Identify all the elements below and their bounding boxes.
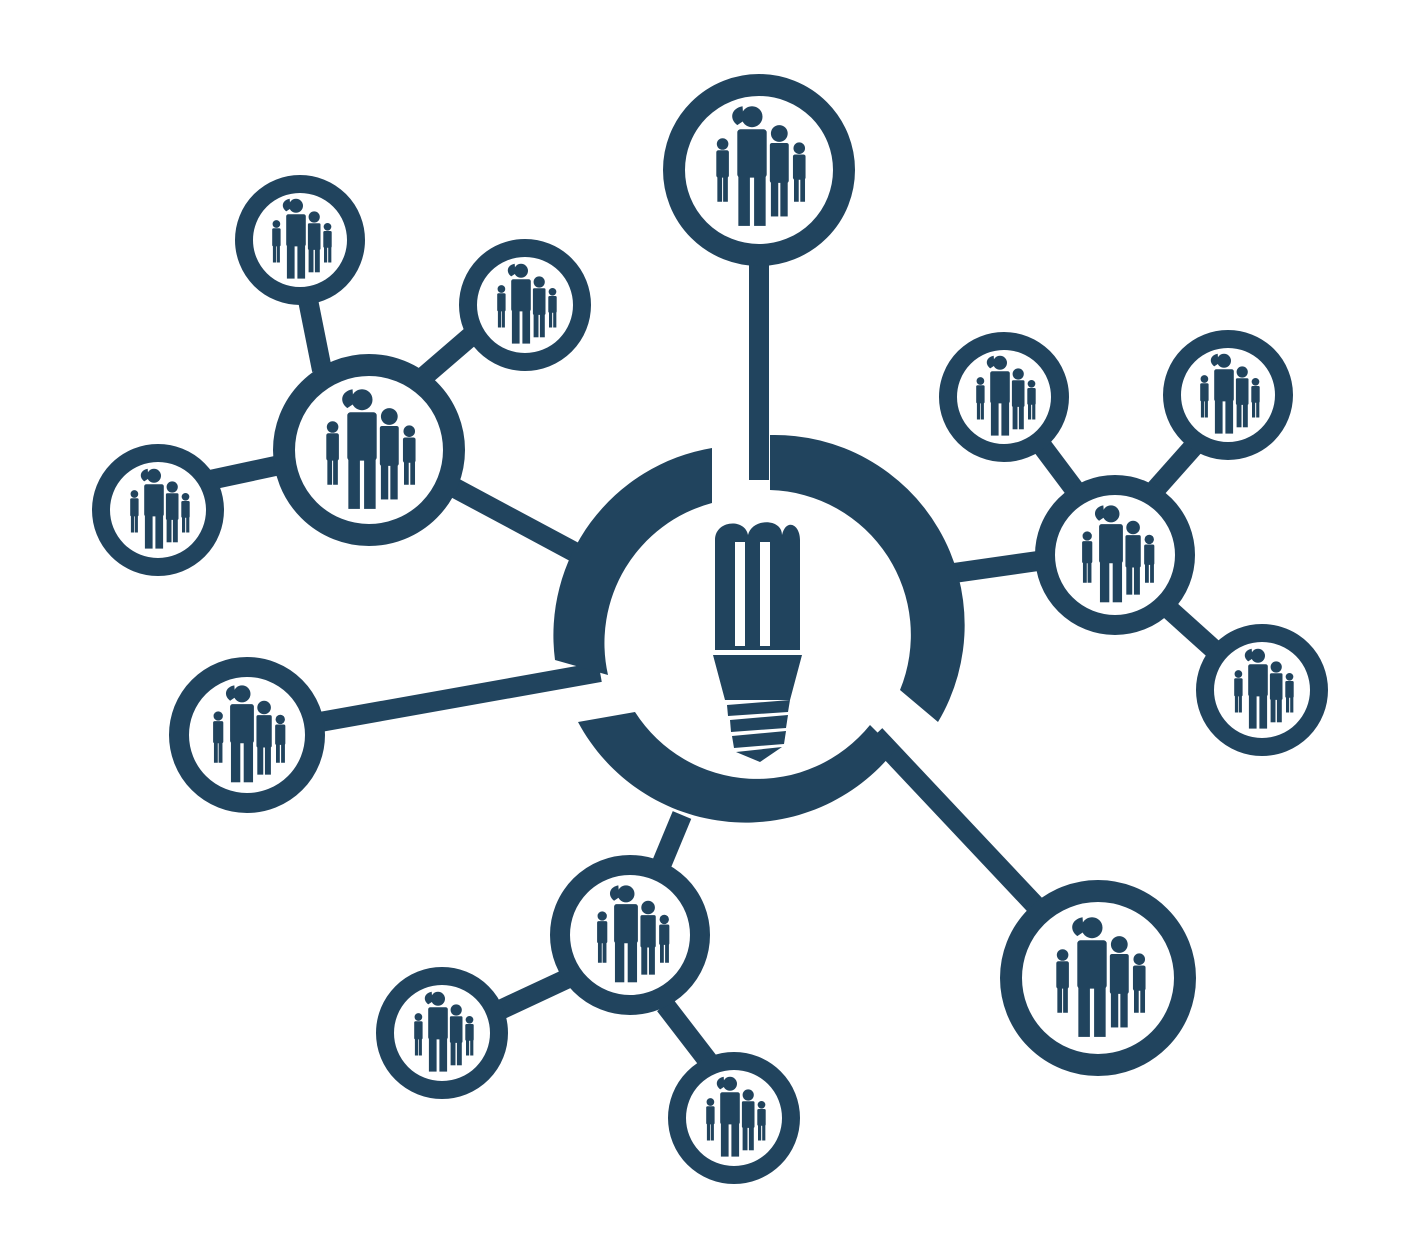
connector-upper-left bbox=[435, 471, 585, 564]
connector-ul-top bbox=[297, 293, 332, 372]
connector-right bbox=[938, 550, 1047, 585]
node-left bbox=[169, 657, 325, 813]
connector-r-topright bbox=[1147, 438, 1203, 497]
node-right-center bbox=[1035, 475, 1195, 635]
node-ul-right bbox=[459, 239, 591, 371]
hub bbox=[553, 434, 965, 823]
node-upper-left-center bbox=[273, 354, 465, 546]
connector-bottom-right bbox=[867, 728, 1043, 912]
node-r-topright bbox=[1163, 330, 1293, 460]
node-r-bottom bbox=[1196, 624, 1328, 756]
node-b-left bbox=[376, 967, 508, 1099]
connector-left bbox=[318, 662, 602, 732]
node-ul-left bbox=[92, 444, 224, 576]
node-bottom-center bbox=[550, 855, 710, 1015]
node-bottom-right bbox=[1000, 880, 1196, 1076]
hub-ring-right bbox=[770, 434, 965, 722]
hub-ring-bottom bbox=[578, 712, 895, 823]
node-b-right bbox=[668, 1052, 800, 1184]
hub-ring-left bbox=[553, 448, 712, 675]
node-ul-top bbox=[235, 175, 365, 305]
connector-b-left bbox=[495, 965, 580, 1020]
lightbulb-icon bbox=[713, 522, 802, 762]
node-r-topleft bbox=[939, 332, 1069, 462]
connector-ul-left bbox=[207, 455, 283, 490]
node-top bbox=[663, 74, 855, 266]
